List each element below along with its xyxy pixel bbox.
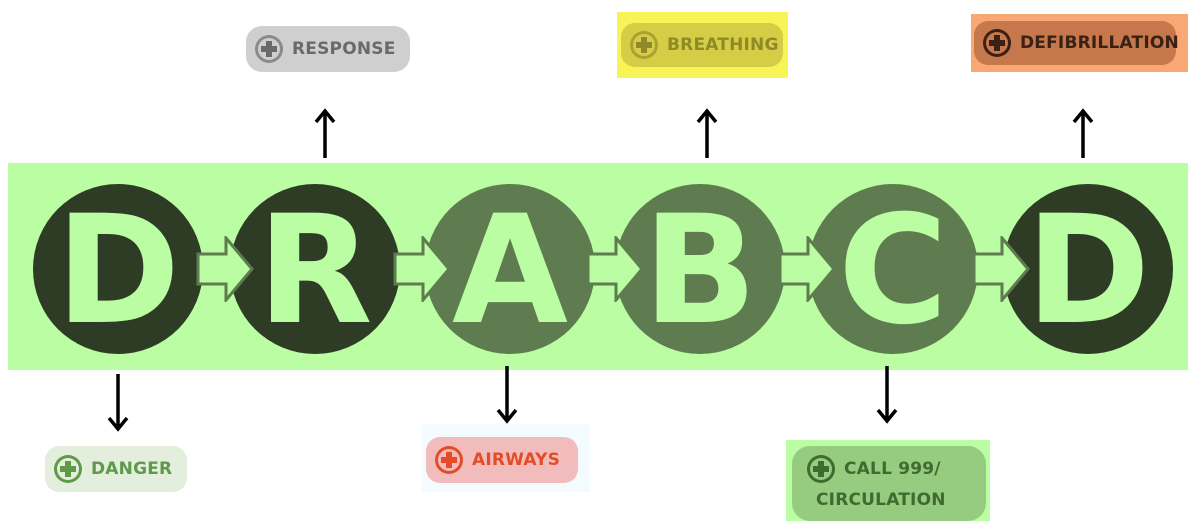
step-letter: D	[1025, 184, 1151, 358]
label-text: CIRCULATION	[816, 490, 946, 510]
arrow-down-icon	[876, 366, 898, 424]
label-text: DEFIBRILLATION	[1020, 33, 1179, 53]
arrow-down-icon	[107, 374, 129, 432]
plus-circle-icon	[435, 446, 463, 474]
chevron-right-icon	[586, 236, 644, 302]
chevron-right-icon	[393, 236, 451, 302]
label-text: AIRWAYS	[472, 450, 561, 470]
step-circle-airways: A	[425, 184, 595, 354]
label-text: DANGER	[91, 459, 173, 479]
step-letter: B	[642, 184, 758, 358]
label-text: RESPONSE	[292, 39, 396, 59]
step-letter: D	[55, 184, 181, 358]
label-response: RESPONSE	[246, 26, 410, 72]
arrow-up-icon	[696, 108, 718, 158]
label-danger: DANGER	[45, 446, 187, 492]
step-circle-defibrillation: D	[1003, 184, 1173, 354]
arrow-up-icon	[314, 108, 336, 158]
plus-circle-icon	[54, 455, 82, 483]
label-airways: AIRWAYS	[426, 437, 578, 483]
chevron-right-icon	[778, 236, 836, 302]
label-breathing: BREATHING	[621, 23, 783, 67]
chevron-right-icon	[196, 236, 254, 302]
step-letter: R	[257, 184, 373, 358]
label-defibrillation: DEFIBRILLATION	[974, 21, 1179, 65]
arrow-up-icon	[1072, 108, 1094, 158]
plus-circle-icon	[630, 31, 658, 59]
chevron-right-icon	[972, 236, 1030, 302]
step-letter: A	[451, 184, 569, 358]
step-circle-response: R	[230, 184, 400, 354]
step-circle-danger: D	[33, 184, 203, 354]
step-circle-breathing: B	[615, 184, 785, 354]
plus-circle-icon	[255, 35, 283, 63]
label-circulation: CIRCULATION	[816, 490, 946, 510]
step-circle-circulation: C	[808, 184, 978, 354]
step-letter: C	[837, 184, 949, 358]
plus-circle-icon	[983, 29, 1011, 57]
label-text: BREATHING	[667, 35, 779, 55]
plus-circle-icon	[807, 455, 835, 483]
label-text: CALL 999/	[844, 459, 941, 479]
arrow-down-icon	[496, 366, 518, 424]
label-call-999: CALL 999/	[806, 454, 941, 484]
